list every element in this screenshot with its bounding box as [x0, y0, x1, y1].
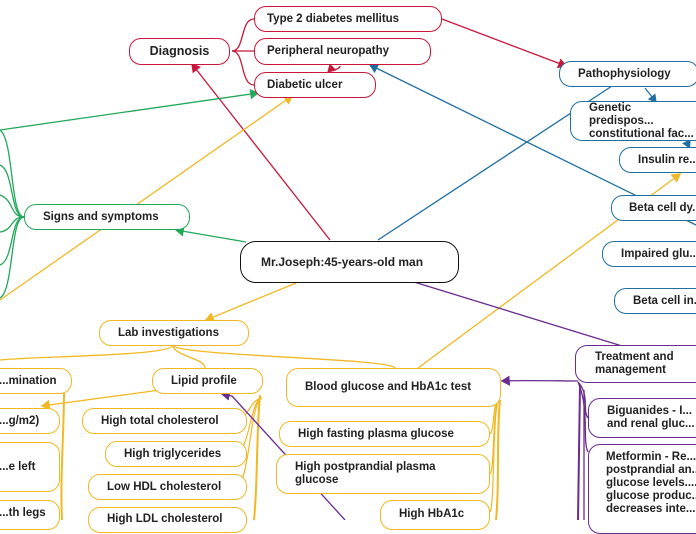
beta-cell-dysfunction-node[interactable]: Beta cell dy... — [611, 195, 696, 221]
peripheral-neuropathy-node[interactable]: Peripheral neuropathy — [254, 38, 431, 65]
both-legs-node[interactable]: ...th legs — [0, 500, 60, 530]
connector-lines — [0, 18, 696, 520]
diagnosis-label: Diagnosis — [149, 44, 210, 58]
metformin-label: Metformin - Re... postprandial an... glu… — [606, 451, 696, 515]
fasting-glucose-label: High fasting plasma glucose — [298, 427, 454, 440]
central-topic-label: Mr.Joseph:45-years-old man — [261, 254, 424, 269]
left-leg-node[interactable]: ...e left — [0, 442, 60, 492]
impaired-glucose-label: Impaired glu... — [621, 247, 696, 260]
impaired-glucose-node[interactable]: Impaired glu... — [602, 241, 696, 267]
left-leg-label: ...e left — [0, 460, 36, 473]
postprandial-glucose-node[interactable]: High postprandial plasma glucose — [276, 454, 490, 494]
beta-cell-insufficiency-node[interactable]: Beta cell in... — [614, 288, 696, 314]
treatment-node[interactable]: Treatment and management — [575, 345, 696, 383]
blood-glucose-node[interactable]: Blood glucose and HbA1c test — [286, 368, 501, 407]
postprandial-glucose-label: High postprandial plasma glucose — [295, 461, 436, 486]
total-cholesterol-node[interactable]: High total cholesterol — [82, 408, 247, 434]
beta-cell-dysfunction-label: Beta cell dy... — [629, 201, 696, 214]
lipid-profile-node[interactable]: Lipid profile — [152, 368, 263, 394]
pathophysiology-node[interactable]: Pathophysiology — [559, 61, 696, 87]
hba1c-label: High HbA1c — [399, 508, 465, 520]
signs-symptoms-node[interactable]: Signs and symptoms — [24, 204, 190, 230]
bmi-label: ...g/m2) — [0, 414, 40, 427]
biguanides-node[interactable]: Biguanides - I... and renal gluc... — [588, 398, 696, 438]
total-cholesterol-label: High total cholesterol — [101, 414, 219, 427]
biguanides-label: Biguanides - I... and renal gluc... — [607, 405, 695, 430]
fasting-glucose-node[interactable]: High fasting plasma glucose — [279, 421, 490, 447]
insulin-resistance-label: Insulin re... — [638, 153, 696, 166]
both-legs-label: ...th legs — [0, 507, 46, 519]
diabetic-ulcer-label: Diabetic ulcer — [267, 78, 343, 91]
hdl-label: Low HDL cholesterol — [107, 480, 222, 493]
signs-symptoms-label: Signs and symptoms — [43, 210, 159, 223]
hba1c-node[interactable]: High HbA1c — [380, 500, 490, 530]
examination-label: ...mination — [0, 374, 57, 387]
genetic-predisposition-label: Genetic predispos... constitutional fac.… — [589, 101, 694, 140]
lab-investigations-label: Lab investigations — [118, 326, 219, 339]
pathophysiology-label: Pathophysiology — [578, 67, 671, 80]
lipid-profile-label: Lipid profile — [171, 374, 237, 387]
peripheral-neuropathy-label: Peripheral neuropathy — [267, 45, 390, 57]
lab-investigations-node[interactable]: Lab investigations — [99, 320, 249, 346]
type2-diabetes-node[interactable]: Type 2 diabetes mellitus — [254, 6, 442, 32]
bmi-node[interactable]: ...g/m2) — [0, 408, 60, 434]
diabetic-ulcer-node[interactable]: Diabetic ulcer — [254, 72, 376, 98]
type2-diabetes-label: Type 2 diabetes mellitus — [267, 12, 400, 25]
insulin-resistance-node[interactable]: Insulin re... — [619, 147, 696, 173]
hdl-node[interactable]: Low HDL cholesterol — [88, 474, 247, 500]
metformin-node[interactable]: Metformin - Re... postprandial an... glu… — [588, 444, 696, 534]
ldl-node[interactable]: High LDL cholesterol — [88, 507, 247, 533]
diagnosis-node[interactable]: Diagnosis — [129, 38, 230, 65]
triglycerides-label: High triglycerides — [124, 447, 222, 460]
beta-cell-insufficiency-label: Beta cell in... — [633, 294, 696, 307]
triglycerides-node[interactable]: High triglycerides — [105, 441, 247, 467]
genetic-predisposition-node[interactable]: Genetic predispos... constitutional fac.… — [570, 101, 696, 141]
examination-node[interactable]: ...mination — [0, 368, 72, 394]
blood-glucose-label: Blood glucose and HbA1c test — [305, 381, 472, 393]
central-topic[interactable]: Mr.Joseph:45-years-old man — [240, 241, 459, 283]
treatment-label: Treatment and management — [595, 351, 674, 376]
